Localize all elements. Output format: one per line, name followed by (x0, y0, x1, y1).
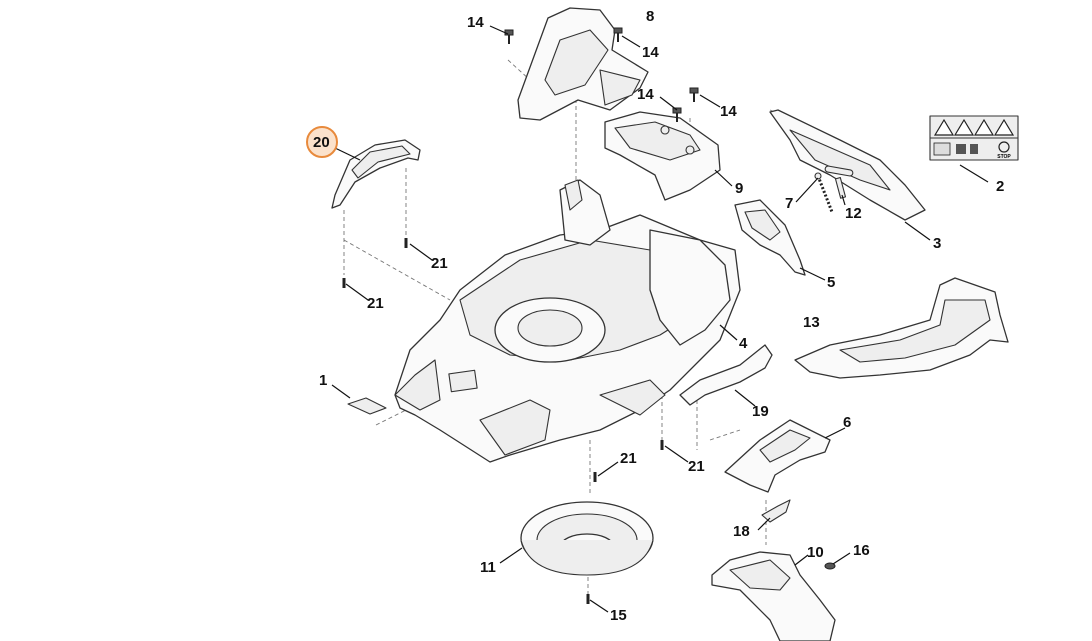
warning-triangle-icon (933, 118, 1015, 136)
screw-icon (504, 29, 514, 44)
label-13[interactable]: 13 (803, 314, 820, 331)
label-14[interactable]: 14 (467, 14, 484, 31)
manual-book-icon (933, 142, 951, 156)
label-2[interactable]: 2 (996, 178, 1004, 195)
blade-icon (998, 141, 1010, 153)
label-3[interactable]: 3 (933, 235, 941, 252)
label-16[interactable]: 16 (853, 542, 870, 559)
screws-14[interactable] (504, 27, 699, 122)
label-8[interactable]: 8 (646, 8, 654, 25)
label-7[interactable]: 7 (785, 195, 793, 212)
label-9[interactable]: 9 (735, 180, 743, 197)
label-18[interactable]: 18 (733, 523, 750, 540)
screws-21-15[interactable] (342, 238, 664, 604)
part-18-clip[interactable] (761, 499, 791, 523)
label-6[interactable]: 6 (843, 414, 851, 431)
leader-lines (331, 25, 989, 613)
label-12[interactable]: 12 (845, 205, 862, 222)
label-21[interactable]: 21 (688, 458, 705, 475)
label-4[interactable]: 4 (739, 335, 748, 352)
part-16-plug[interactable] (824, 562, 836, 570)
part-labels: 14 14 14 14 8 9 2 3 7 12 5 4 13 19 6 20 … (313, 8, 1004, 624)
part-1-plate[interactable] (347, 397, 387, 415)
label-21[interactable]: 21 (431, 255, 448, 272)
label-19[interactable]: 19 (752, 403, 769, 420)
part-5-cover[interactable] (734, 199, 806, 276)
label-14[interactable]: 14 (637, 86, 654, 103)
sticker-stop-text: STOP (997, 154, 1011, 160)
part-8-handle-bracket[interactable] (517, 7, 649, 121)
part-9-bracket[interactable] (604, 111, 721, 201)
part-10-lower-housing[interactable] (711, 551, 836, 641)
label-1[interactable]: 1 (319, 372, 327, 389)
label-10[interactable]: 10 (807, 544, 824, 561)
label-11[interactable]: 11 (480, 559, 496, 576)
label-20[interactable]: 20 (313, 134, 330, 151)
main-deck-housing[interactable] (394, 179, 741, 463)
selected-part-highlight (306, 126, 338, 158)
part-19-side-skirt[interactable] (679, 344, 773, 406)
part-7-spring[interactable] (814, 172, 834, 213)
part-6-deflector[interactable] (724, 419, 831, 493)
label-14[interactable]: 14 (642, 44, 659, 61)
screw-icon (613, 27, 623, 42)
part-2-warning-sticker[interactable]: STOP (929, 115, 1019, 161)
label-15[interactable]: 15 (610, 607, 627, 624)
screw-icon (689, 87, 699, 102)
label-14[interactable]: 14 (720, 103, 737, 120)
part-13-mulch-plug[interactable] (794, 277, 1009, 379)
part-11-disk[interactable] (520, 501, 654, 576)
part-20-side-guard[interactable] (331, 139, 421, 209)
label-21[interactable]: 21 (367, 295, 384, 312)
plug-icon (956, 144, 978, 154)
part-3-rear-flap[interactable] (769, 109, 926, 221)
label-21[interactable]: 21 (620, 450, 637, 467)
screw-icon (672, 107, 682, 122)
label-5[interactable]: 5 (827, 274, 835, 291)
